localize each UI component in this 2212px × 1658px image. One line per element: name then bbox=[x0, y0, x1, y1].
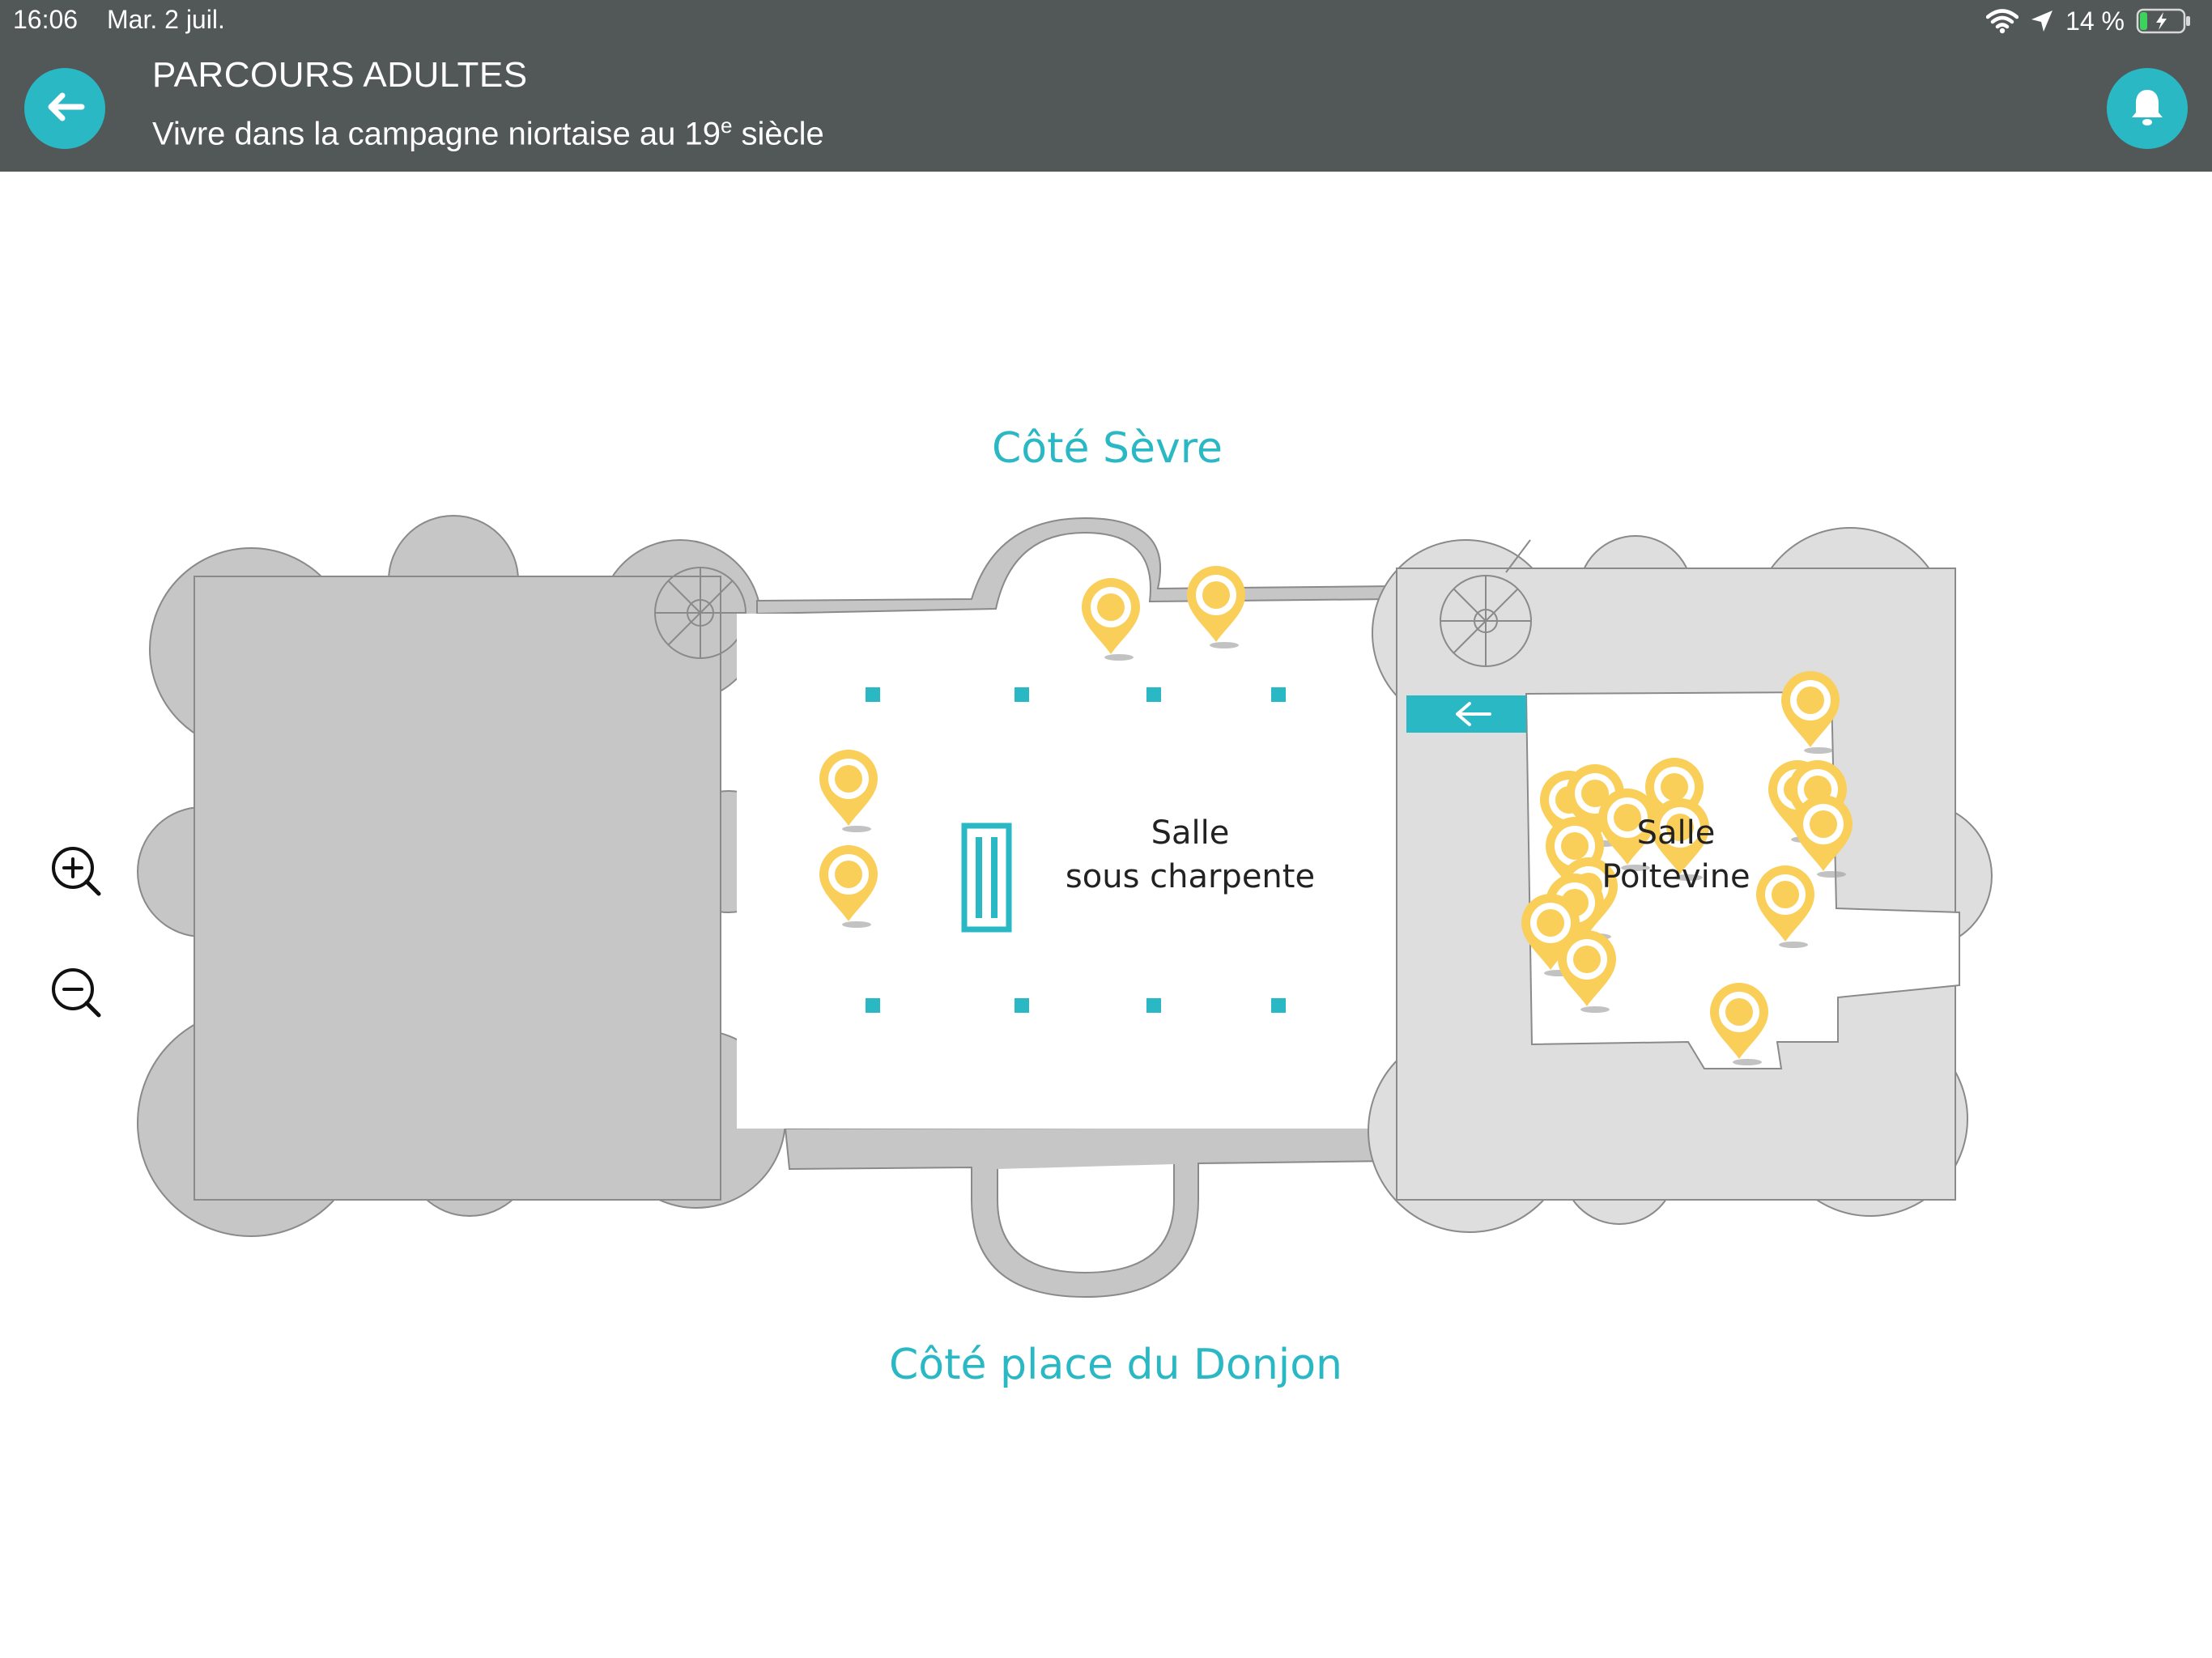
status-time: 16:06 bbox=[13, 5, 79, 34]
map-marker-icon[interactable] bbox=[1082, 578, 1140, 661]
map-marker-icon[interactable] bbox=[819, 750, 878, 832]
pillars bbox=[866, 687, 1286, 1013]
page-subtitle: Vivre dans la campagne niortaise au 19e … bbox=[152, 113, 824, 152]
right-corridor bbox=[1406, 695, 1524, 1084]
map-label-top: Côté Sèvre bbox=[992, 424, 1223, 473]
room-name-line1: Salle bbox=[1151, 814, 1230, 852]
subtitle-text-end: siècle bbox=[732, 116, 824, 152]
subtitle-text: Vivre dans la campagne niortaise au 19 bbox=[152, 116, 721, 152]
floor-map[interactable]: Côté Sèvre Côté place du Donjon Salle so… bbox=[0, 172, 2212, 1658]
pillar bbox=[866, 687, 880, 702]
room-name-line1: Salle bbox=[1636, 814, 1716, 852]
hall-wall-top bbox=[756, 517, 1393, 615]
map-marker-icon[interactable] bbox=[1651, 798, 1709, 881]
pillar bbox=[1146, 998, 1161, 1013]
pillar bbox=[1146, 687, 1161, 702]
right-stair bbox=[1440, 539, 1532, 667]
map-marker-icon[interactable] bbox=[1710, 983, 1768, 1065]
pillar bbox=[1271, 687, 1286, 702]
map-marker-icon[interactable] bbox=[1187, 566, 1245, 648]
header-bar: PARCOURS ADULTES Vivre dans la campagne … bbox=[0, 42, 2212, 172]
room-label-salle-poitevine: Salle Poitevine bbox=[1546, 811, 1806, 899]
status-right: 14 % bbox=[1986, 3, 2193, 39]
arrow-left-icon bbox=[45, 91, 85, 127]
pillar bbox=[1271, 998, 1286, 1013]
wifi-icon bbox=[1986, 8, 2019, 34]
map-marker-icon[interactable] bbox=[819, 845, 878, 928]
subtitle-superscript: e bbox=[720, 113, 733, 138]
status-date: Mar. 2 juil. bbox=[107, 5, 225, 34]
salle-poitevine-floor bbox=[1525, 691, 1960, 1069]
bell-icon bbox=[2129, 87, 2165, 131]
battery-text: 14 % bbox=[2065, 6, 2125, 36]
pillar bbox=[1015, 687, 1029, 702]
back-button[interactable] bbox=[24, 68, 105, 149]
zoom-in-button[interactable] bbox=[49, 844, 105, 900]
display-case bbox=[961, 823, 1012, 933]
pillar bbox=[866, 998, 880, 1013]
markers bbox=[819, 566, 1853, 1065]
hall-apse bbox=[997, 1164, 1175, 1274]
notification-button[interactable] bbox=[2107, 68, 2188, 149]
floor-plan bbox=[137, 515, 1993, 1299]
room-name-line2: sous charpente bbox=[1065, 858, 1316, 895]
room-label-salle-sous-charpente: Salle sous charpente bbox=[1061, 811, 1320, 899]
map-marker-icon[interactable] bbox=[1598, 789, 1657, 871]
map-label-bottom: Côté place du Donjon bbox=[889, 1341, 1342, 1389]
zoom-out-button[interactable] bbox=[49, 965, 105, 1022]
status-bar: 16:06 Mar. 2 juil. 14 % bbox=[0, 0, 2212, 42]
left-wing-fill bbox=[196, 578, 719, 1198]
entrance-arrow bbox=[1406, 695, 1526, 733]
map-marker-icon[interactable] bbox=[1558, 930, 1616, 1013]
pillar bbox=[1015, 998, 1029, 1013]
room-name-line2: Poitevine bbox=[1602, 858, 1750, 895]
map-marker-icon[interactable] bbox=[1794, 795, 1853, 878]
location-arrow-icon bbox=[2030, 9, 2054, 33]
left-stair bbox=[654, 567, 747, 659]
map-marker-icon[interactable] bbox=[1756, 865, 1814, 948]
battery-charging-icon bbox=[2136, 7, 2193, 35]
map-marker-icon[interactable] bbox=[1781, 671, 1840, 754]
page-title: PARCOURS ADULTES bbox=[152, 55, 528, 95]
